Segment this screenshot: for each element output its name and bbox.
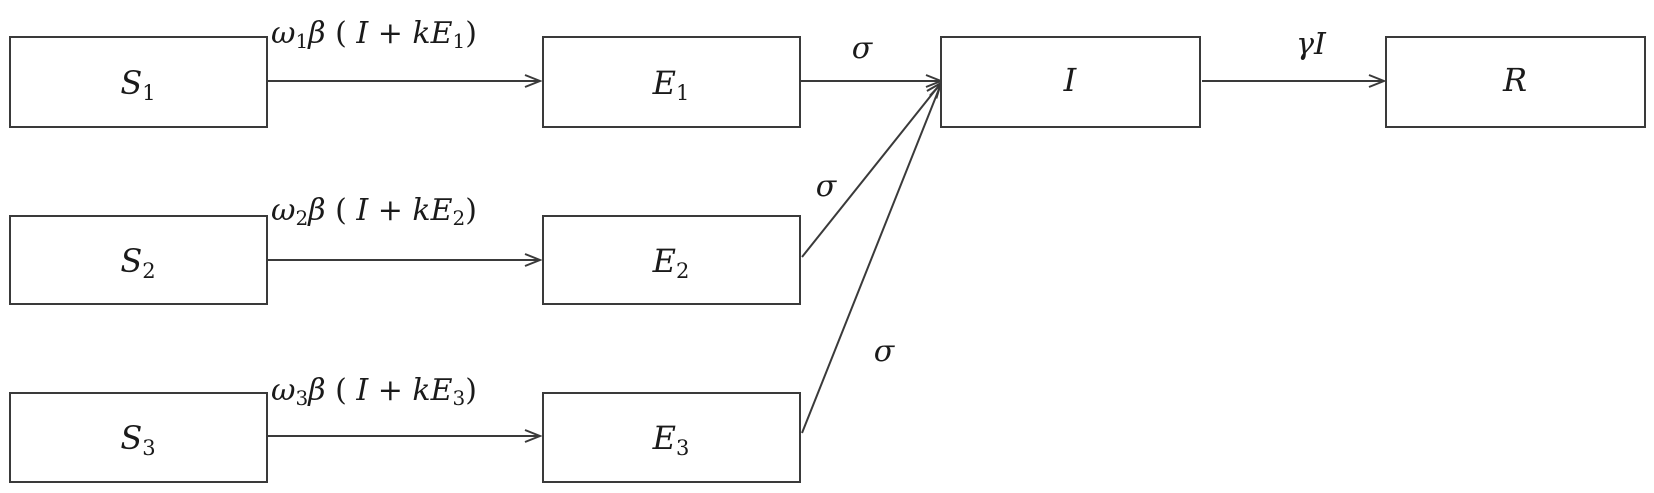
label-e1-i: σ xyxy=(852,31,874,66)
edge-labels: ω1β ( I + kE1) ω2β ( I + kE2) ω3β ( I + … xyxy=(271,16,1327,410)
node-r: R xyxy=(1385,36,1646,128)
label-s1-e1: ω1β ( I + kE1) xyxy=(271,16,477,53)
node-r-label: R xyxy=(1502,61,1527,99)
node-s1-label: S1 xyxy=(120,64,155,105)
node-e2: E2 xyxy=(542,215,801,305)
label-i-r: γI xyxy=(1296,27,1327,62)
node-e1-label: E1 xyxy=(652,64,690,105)
nodes: S1 S2 S3 E1 E2 E3 I R xyxy=(9,36,1646,483)
node-e3: E3 xyxy=(542,392,801,483)
node-s3-label: S3 xyxy=(120,419,155,460)
label-s2-e2: ω2β ( I + kE2) xyxy=(271,193,477,230)
node-e2-label: E2 xyxy=(652,242,690,283)
edge-e3-i xyxy=(801,84,941,434)
node-s3: S3 xyxy=(9,392,268,483)
label-e2-i: σ xyxy=(816,169,838,204)
node-s1: S1 xyxy=(9,36,268,128)
label-e3-i: σ xyxy=(874,334,896,369)
edges xyxy=(268,81,1384,436)
node-s2-label: S2 xyxy=(120,242,155,283)
node-i: I xyxy=(940,36,1201,128)
node-s2: S2 xyxy=(9,215,268,305)
node-e1: E1 xyxy=(542,36,801,128)
label-s3-e3: ω3β ( I + kE3) xyxy=(271,373,477,410)
edge-e2-i xyxy=(801,83,941,258)
node-i-label: I xyxy=(1063,61,1078,99)
node-e3-label: E3 xyxy=(652,419,690,460)
